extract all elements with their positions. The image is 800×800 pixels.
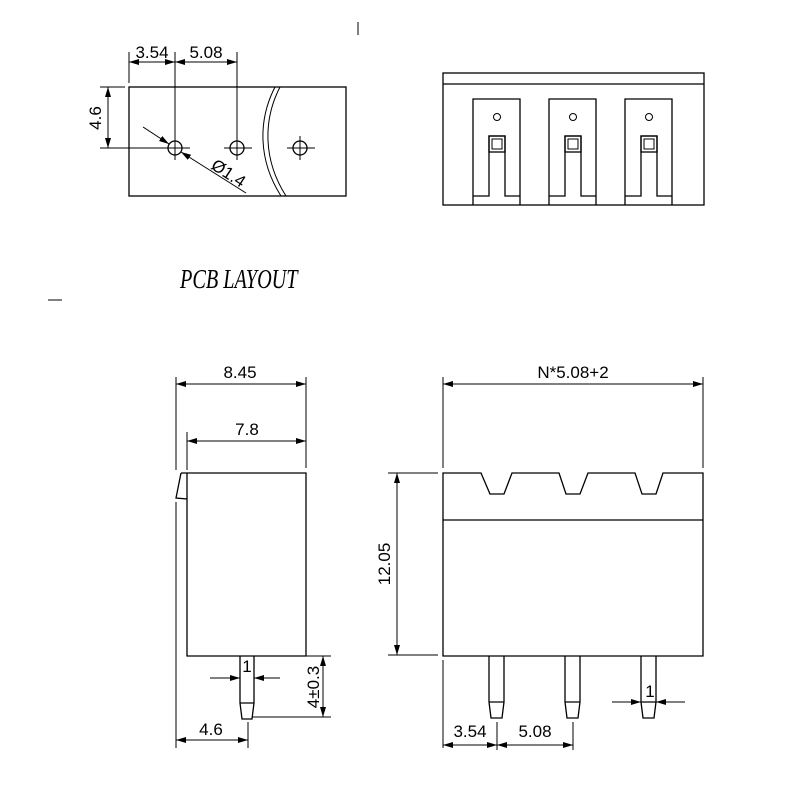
pin-1 <box>488 656 505 719</box>
break-line <box>267 86 287 197</box>
pcb-layout-view: 3.54 5.08 4.6 Ø1.4 <box>86 43 347 197</box>
top-view <box>442 72 705 206</box>
dim-pin-length-label: 4±0.3 <box>304 666 323 708</box>
side-view: 8.45 7.8 1 4±0.3 4.6 <box>175 363 331 748</box>
hole-3 <box>287 136 315 160</box>
pin-2 <box>564 656 581 719</box>
dim-pin-width-label: 1 <box>242 657 251 676</box>
terminal-slot-1 <box>472 98 521 205</box>
dim-row-offset-label: 4.6 <box>86 106 105 130</box>
pin <box>239 656 255 720</box>
dim-pitch-label: 5.08 <box>518 722 551 741</box>
dim-body-depth-label: 7.8 <box>235 420 259 439</box>
dim-edge-to-hole-label: 3.54 <box>135 43 168 62</box>
dim-edge-to-pin-label: 3.54 <box>453 722 486 741</box>
front-view: N*5.08+2 12.05 3.54 5.08 1 <box>375 363 704 750</box>
pin-3 <box>640 656 657 719</box>
hole-2 <box>224 136 252 160</box>
dim-hole-diameter-label: Ø1.4 <box>208 155 249 191</box>
dim-pitch-label: 5.08 <box>189 43 222 62</box>
break-line <box>262 86 282 197</box>
dim-overall-depth-label: 8.45 <box>223 363 256 382</box>
terminal-slot-3 <box>624 98 673 205</box>
dim-overall-width-label: N*5.08+2 <box>537 363 608 382</box>
dim-height-label: 12.05 <box>375 543 394 586</box>
dim-pin-offset-label: 4.6 <box>199 720 223 739</box>
dim-pin-width-label: 1 <box>645 682 654 701</box>
terminal-slot-2 <box>548 98 597 205</box>
pcb-layout-title: PCB LAYOUT <box>179 265 299 294</box>
